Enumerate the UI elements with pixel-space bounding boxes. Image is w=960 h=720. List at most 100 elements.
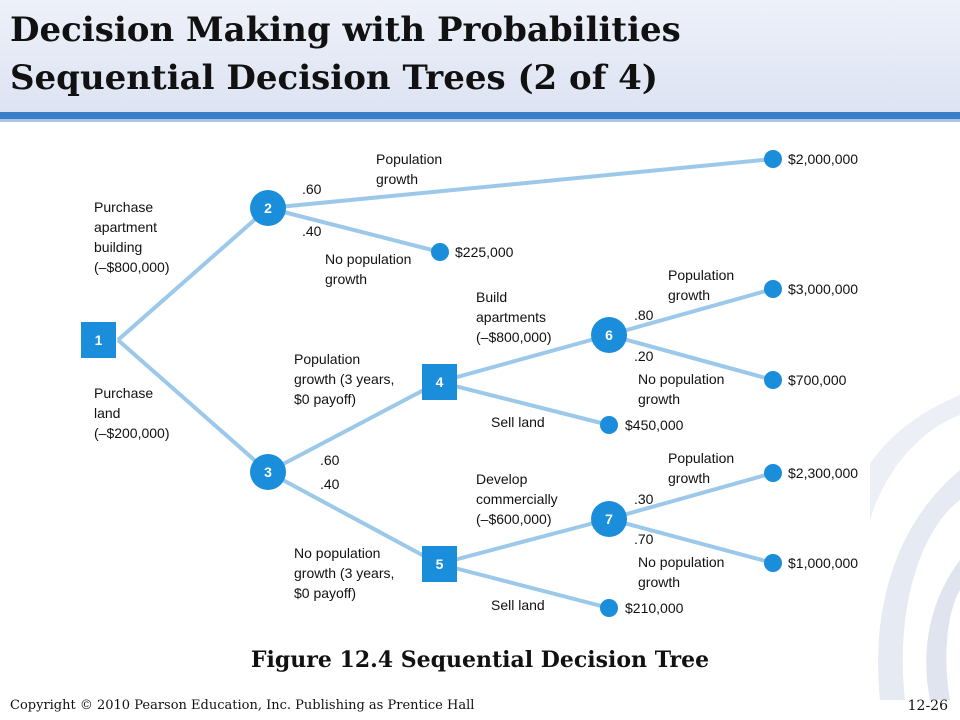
label-line: Population	[376, 151, 442, 167]
chance-node-7-label: 7	[605, 511, 613, 527]
label-line: growth	[638, 391, 680, 407]
label-line: growth (3 years,	[294, 565, 394, 581]
decision-tree-diagram: 1 4 5 2 3 6 7 $2,000,000 $225,000 $3,000…	[80, 148, 870, 618]
terminal-dot	[600, 599, 618, 617]
label-n2-growth: Population growth	[376, 151, 442, 187]
decision-node-5-label: 5	[436, 556, 444, 572]
label-line: land	[94, 405, 120, 421]
payoff-n7-growth: $2,300,000	[788, 465, 858, 481]
label-line: (–$800,000)	[476, 329, 552, 345]
terminal-dot	[431, 243, 449, 261]
branch-purchase-land	[116, 338, 270, 474]
label-line: growth	[325, 271, 367, 287]
branch-n3-no-growth	[267, 470, 440, 566]
branch-n2-no-growth	[267, 206, 441, 254]
branch-n6-growth	[608, 287, 774, 337]
prob-n2-no-growth: .40	[302, 223, 322, 239]
chance-node-6: 6	[591, 317, 627, 353]
decision-node-4-label: 4	[436, 374, 444, 390]
label-line: growth	[376, 171, 418, 187]
prob-n6-no-growth: .20	[634, 348, 654, 364]
label-line: (–$200,000)	[94, 425, 170, 441]
label-line: No population	[294, 545, 380, 561]
prob-n7-no-growth: .70	[634, 531, 654, 547]
label-line: $0 payoff)	[294, 391, 356, 407]
chance-node-3: 3	[250, 454, 286, 490]
slide-title-line-1: Decision Making with Probabilities	[10, 10, 681, 50]
figure-caption: Figure 12.4 Sequential Decision Tree	[250, 647, 710, 673]
terminal-nodes	[431, 150, 782, 617]
prob-n3-growth: .60	[320, 452, 340, 468]
copyright-footer: Copyright © 2010 Pearson Education, Inc.…	[10, 698, 475, 713]
label-line: apartments	[476, 309, 546, 325]
label-line: Population	[294, 351, 360, 367]
label-line: No population	[638, 554, 724, 570]
decision-node-5: 5	[422, 546, 457, 582]
title-rule-shadow	[0, 119, 960, 122]
label-line: Population	[668, 267, 734, 283]
chance-node-3-label: 3	[264, 464, 272, 480]
label-sell-land-5: Sell land	[491, 597, 545, 613]
decision-node-1: 1	[81, 322, 116, 358]
branch-sell-land-5	[438, 562, 610, 610]
label-line: Build	[476, 289, 507, 305]
label-purchase-land: Purchase land (–$200,000)	[94, 385, 170, 441]
prob-n6-growth: .80	[634, 307, 654, 323]
payoff-n2-growth: $2,000,000	[788, 151, 858, 167]
label-build-apartments: Build apartments (–$800,000)	[476, 289, 552, 345]
chance-node-6-label: 6	[605, 327, 613, 343]
label-purchase-apartment: Purchase apartment building (–$800,000)	[94, 199, 170, 275]
payoff-n2-no-growth: $225,000	[455, 244, 514, 260]
label-develop-commercially: Develop commercially (–$600,000)	[476, 471, 558, 527]
label-line: Population	[668, 450, 734, 466]
label-line: growth	[668, 470, 710, 486]
branch-n2-growth	[267, 157, 774, 210]
payoff-n6-growth: $3,000,000	[788, 281, 858, 297]
chance-node-7: 7	[591, 501, 627, 537]
branch-build-apartments	[438, 333, 610, 384]
label-line: No population	[325, 251, 411, 267]
label-line: (–$600,000)	[476, 511, 552, 527]
label-line: (–$800,000)	[94, 259, 170, 275]
label-line: $0 payoff)	[294, 585, 356, 601]
terminal-dot	[764, 464, 782, 482]
label-n7-growth: Population growth	[668, 450, 734, 486]
terminal-dot	[600, 416, 618, 434]
branch-develop-commercially	[438, 517, 610, 566]
label-line: Purchase	[94, 385, 153, 401]
branch-n6-no-growth	[608, 333, 774, 382]
payoff-sell-land-4: $450,000	[625, 417, 684, 433]
slide-number: 12-26	[907, 698, 948, 714]
title-rule	[0, 112, 960, 119]
chance-node-2-label: 2	[264, 200, 272, 216]
label-line: apartment	[94, 219, 157, 235]
label-n2-no-growth: No population growth	[325, 251, 411, 287]
branch-n7-growth	[608, 471, 774, 521]
decision-node-1-label: 1	[95, 332, 103, 348]
label-sell-land-4: Sell land	[491, 414, 545, 430]
label-n6-no-growth: No population growth	[638, 371, 724, 407]
branch-sell-land-4	[438, 380, 610, 427]
prob-n3-no-growth: .40	[320, 476, 340, 492]
label-line: commercially	[476, 491, 558, 507]
label-line: No population	[638, 371, 724, 387]
title-bar	[0, 0, 960, 112]
label-line: growth	[668, 287, 710, 303]
label-line: Develop	[476, 471, 528, 487]
payoff-n6-no-growth: $700,000	[788, 372, 847, 388]
decision-node-4: 4	[422, 364, 457, 400]
branch-purchase-apartment	[116, 206, 270, 342]
label-n6-growth: Population growth	[668, 267, 734, 303]
terminal-dot	[764, 280, 782, 298]
diagram-background	[80, 148, 870, 618]
label-n3-growth: Population growth (3 years, $0 payoff)	[294, 351, 394, 407]
label-n7-no-growth: No population growth	[638, 554, 724, 590]
terminal-dot	[764, 150, 782, 168]
branch-n7-no-growth	[608, 517, 774, 565]
tree-branches	[116, 157, 774, 610]
chance-node-2: 2	[250, 190, 286, 226]
label-line: growth (3 years,	[294, 371, 394, 387]
label-line: Purchase	[94, 199, 153, 215]
branch-n3-growth	[267, 380, 440, 474]
